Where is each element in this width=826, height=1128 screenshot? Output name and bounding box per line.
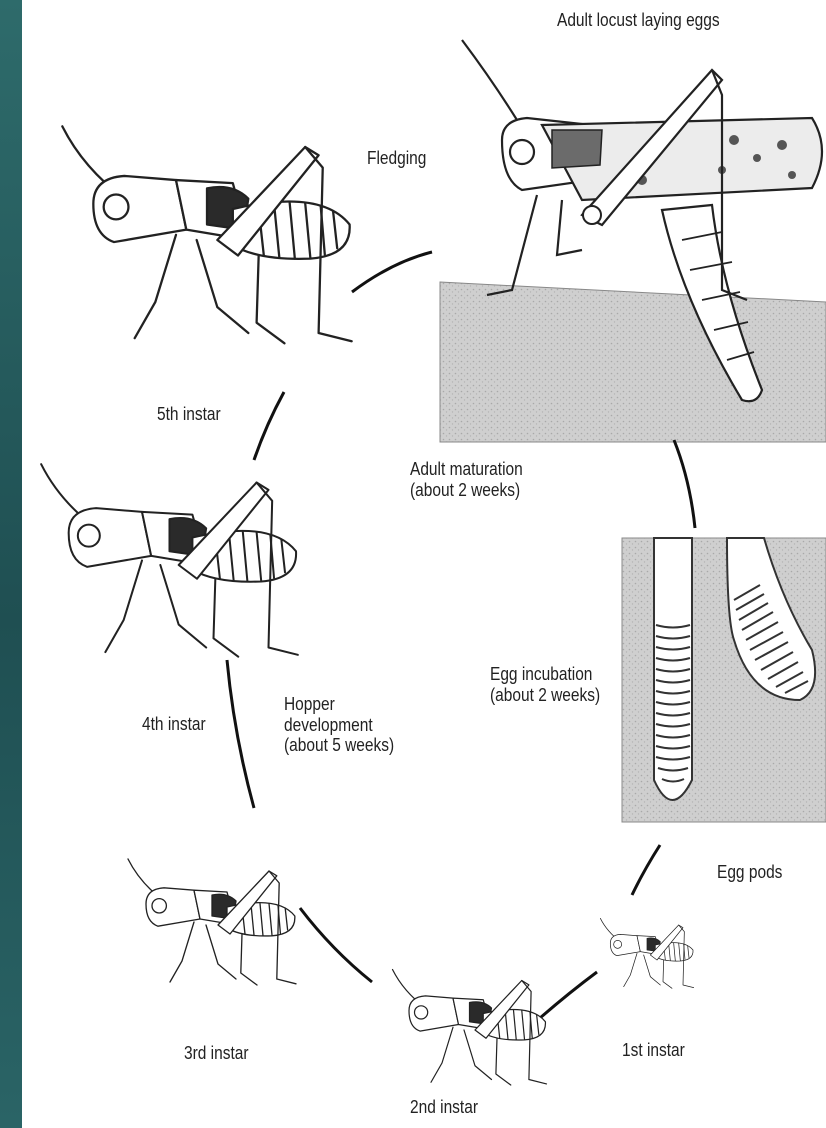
label-adult-laying-eggs: Adult locust laying eggs bbox=[557, 10, 720, 31]
label-4th-instar: 4th instar bbox=[142, 714, 206, 735]
first-instar-illustration bbox=[600, 918, 693, 988]
arc-5th-to-4th bbox=[254, 392, 284, 460]
label-egg-incubation: Egg incubation (about 2 weeks) bbox=[490, 664, 600, 705]
label-1st-instar: 1st instar bbox=[622, 1040, 685, 1061]
label-2nd-instar: 2nd instar bbox=[410, 1097, 478, 1118]
arc-4th-to-3rd bbox=[227, 660, 254, 808]
slide-edge-bar bbox=[0, 0, 22, 1128]
arc-2nd-to-1st bbox=[540, 972, 597, 1018]
arc-3rd-to-2nd bbox=[300, 908, 372, 982]
arc-adult-to-eggs bbox=[674, 440, 695, 528]
diagram-artwork bbox=[22, 0, 826, 1128]
adult-maturation-line1: Adult maturation bbox=[410, 459, 523, 480]
label-fledging: Fledging bbox=[367, 148, 426, 169]
arc-fledging bbox=[352, 252, 432, 292]
fifth-instar-illustration bbox=[62, 126, 351, 343]
egg-incubation-line2: (about 2 weeks) bbox=[490, 685, 600, 706]
hopper-line1: Hopper bbox=[284, 694, 394, 715]
locust-life-cycle-diagram: Adult locust laying eggs Fledging 5th in… bbox=[22, 0, 826, 1128]
third-instar-illustration bbox=[128, 859, 296, 985]
label-adult-maturation: Adult maturation (about 2 weeks) bbox=[410, 459, 523, 500]
label-3rd-instar: 3rd instar bbox=[184, 1043, 249, 1064]
label-egg-pods: Egg pods bbox=[717, 862, 782, 883]
second-instar-illustration bbox=[393, 970, 547, 1086]
hopper-line2: development bbox=[284, 715, 394, 736]
egg-incubation-line1: Egg incubation bbox=[490, 664, 600, 685]
fourth-instar-illustration bbox=[41, 464, 298, 657]
adult-maturation-line2: (about 2 weeks) bbox=[410, 480, 523, 501]
ground-surface bbox=[440, 282, 826, 442]
label-5th-instar: 5th instar bbox=[157, 404, 221, 425]
arc-eggs-to-1st bbox=[632, 845, 660, 895]
hopper-line3: (about 5 weeks) bbox=[284, 735, 394, 756]
label-hopper-development: Hopper development (about 5 weeks) bbox=[284, 694, 394, 756]
